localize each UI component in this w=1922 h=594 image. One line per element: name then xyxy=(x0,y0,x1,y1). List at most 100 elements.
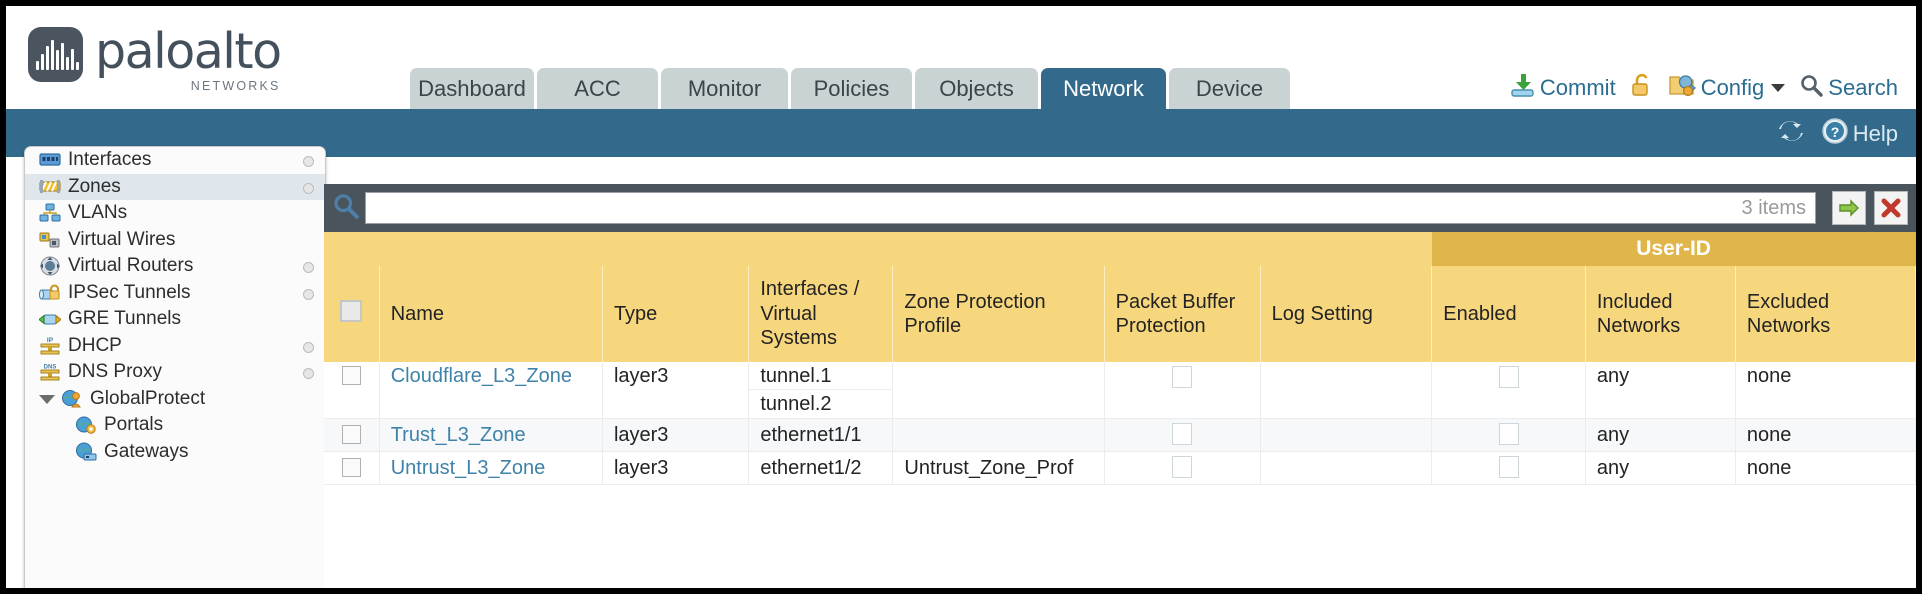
column-header-type[interactable]: Type xyxy=(602,266,750,362)
sidebar-item-dns-proxy[interactable]: DNS DNS Proxy xyxy=(25,359,325,386)
virtual-wires-icon xyxy=(39,230,61,250)
sidebar-item-virtual-wires[interactable]: Virtual Wires xyxy=(25,227,325,254)
sidebar-item-globalprotect[interactable]: GlobalProtect xyxy=(25,386,325,413)
sidebar-item-virtual-routers[interactable]: Virtual Routers xyxy=(25,253,325,280)
table-row[interactable]: Trust_L3_Zone layer3 ethernet1/1 any none xyxy=(324,418,1916,452)
sidebar-item-label: GlobalProtect xyxy=(90,387,206,409)
interface-entry: tunnel.2 xyxy=(760,393,832,415)
sidebar-item-zones[interactable]: Zones xyxy=(25,173,325,200)
nav-tab-monitor[interactable]: Monitor xyxy=(661,68,788,109)
sidebar-item-indicator[interactable] xyxy=(303,156,314,167)
tree-collapse-triangle-icon[interactable] xyxy=(39,394,55,404)
search-button[interactable]: Search xyxy=(1799,73,1898,103)
sidebar-item-indicator[interactable] xyxy=(303,288,314,300)
row-select-cell xyxy=(324,418,380,452)
sidebar-item-vlans[interactable]: VLANs xyxy=(25,200,325,227)
sidebar-item-dhcp[interactable]: IP DHCP xyxy=(25,333,325,360)
padlock-icon xyxy=(1630,72,1654,104)
column-header-packet-buffer[interactable]: Packet Buffer Protection xyxy=(1104,266,1261,362)
sidebar-item-label: Portals xyxy=(104,414,164,436)
cell-interfaces: ethernet1/1 xyxy=(748,418,894,452)
column-header-zone-protection[interactable]: Zone Protection Profile xyxy=(892,266,1105,362)
clear-filter-button[interactable] xyxy=(1874,191,1908,225)
commit-label: Commit xyxy=(1539,75,1616,100)
lock-button[interactable] xyxy=(1630,72,1654,104)
nav-tab-network[interactable]: Network xyxy=(1041,68,1166,109)
sidebar-item-label: Interfaces xyxy=(68,149,152,171)
sidebar-item-ipsec-tunnels[interactable]: IPSec Tunnels xyxy=(25,280,325,307)
refresh-icon[interactable] xyxy=(1777,118,1805,149)
nav-tab-dashboard[interactable]: Dashboard xyxy=(410,68,534,109)
brand-logo[interactable]: paloalto NETWORKS xyxy=(28,27,282,93)
group-header-spacer xyxy=(1260,232,1432,266)
sidebar-item-indicator[interactable] xyxy=(303,262,314,273)
sidebar-item-label: VLANs xyxy=(68,202,128,224)
search-input[interactable]: 3 items xyxy=(365,192,1816,224)
sidebar-item-gre-tunnels[interactable]: GRE Tunnels xyxy=(25,306,325,333)
group-header-spacer xyxy=(892,232,1105,266)
select-all-checkbox[interactable] xyxy=(340,299,363,322)
packet-buffer-checkbox[interactable] xyxy=(1172,366,1193,388)
sidebar-item-gateways[interactable]: Gateways xyxy=(25,439,325,466)
included-networks-text: any xyxy=(1596,424,1630,446)
zone-name-link[interactable]: Cloudflare_L3_Zone xyxy=(390,365,572,387)
packet-buffer-checkbox[interactable] xyxy=(1172,423,1193,445)
zone-name-link[interactable]: Trust_L3_Zone xyxy=(390,424,526,446)
nav-tab-acc[interactable]: ACC xyxy=(537,68,658,109)
help-button[interactable]: ? Help xyxy=(1821,117,1898,150)
paloalto-logo-icon xyxy=(28,27,83,82)
zone-name-link[interactable]: Untrust_L3_Zone xyxy=(390,457,546,479)
column-header-included-networks[interactable]: Included Networks xyxy=(1585,266,1736,362)
cell-packet-buffer-protection xyxy=(1104,451,1261,485)
nav-tab-objects[interactable]: Objects xyxy=(915,68,1038,109)
sidebar-item-indicator[interactable] xyxy=(303,182,314,194)
userid-enabled-checkbox[interactable] xyxy=(1498,366,1519,388)
sidebar-item-indicator[interactable] xyxy=(303,368,314,379)
sidebar-item-label: DNS Proxy xyxy=(68,361,162,383)
interface-entry: ethernet1/1 xyxy=(760,424,862,446)
cell-name[interactable]: Untrust_L3_Zone xyxy=(379,451,603,485)
config-label: Config xyxy=(1700,75,1765,100)
config-menu-button[interactable]: Config xyxy=(1668,72,1786,104)
zone-type-text: layer3 xyxy=(613,457,669,479)
sidebar-item-label: Virtual Routers xyxy=(68,255,194,277)
column-header-name[interactable]: Name xyxy=(379,266,603,362)
sidebar-item-interfaces[interactable]: Interfaces xyxy=(25,147,325,174)
apply-filter-button[interactable] xyxy=(1832,191,1866,225)
cell-zone-protection xyxy=(892,418,1105,452)
packet-buffer-checkbox[interactable] xyxy=(1172,456,1193,478)
row-checkbox[interactable] xyxy=(341,366,361,385)
gateways-icon xyxy=(75,442,97,462)
nav-tab-policies[interactable]: Policies xyxy=(791,68,912,109)
gre-tunnels-icon xyxy=(38,309,62,329)
cell-userid-enabled xyxy=(1431,451,1586,485)
userid-enabled-checkbox[interactable] xyxy=(1498,456,1519,478)
cell-included-networks: any xyxy=(1585,418,1736,452)
column-header-log-setting[interactable]: Log Setting xyxy=(1260,266,1433,362)
userid-enabled-checkbox[interactable] xyxy=(1498,423,1519,445)
search-label: Search xyxy=(1828,75,1898,100)
nav-tab-device[interactable]: Device xyxy=(1169,68,1290,109)
search-magnifier-icon[interactable] xyxy=(332,192,359,224)
row-select-cell xyxy=(324,362,380,419)
cell-name[interactable]: Trust_L3_Zone xyxy=(379,418,603,452)
column-header-excluded-networks[interactable]: Excluded Networks xyxy=(1735,266,1916,362)
commit-button[interactable]: Commit xyxy=(1509,72,1616,104)
row-checkbox[interactable] xyxy=(341,457,361,477)
group-header-spacer xyxy=(602,232,749,266)
column-header-uid-enabled[interactable]: Enabled xyxy=(1431,266,1586,362)
cell-excluded-networks: none xyxy=(1735,418,1916,452)
group-header-spacer xyxy=(1104,232,1261,266)
sidebar-item-portals[interactable]: Portals xyxy=(25,412,325,439)
cell-interfaces: ethernet1/2 xyxy=(748,451,894,485)
cell-type: layer3 xyxy=(602,418,750,452)
sidebar-item-label: GRE Tunnels xyxy=(68,308,181,330)
cell-name[interactable]: Cloudflare_L3_Zone xyxy=(379,362,603,419)
column-header-interfaces[interactable]: Interfaces / Virtual Systems xyxy=(748,266,894,362)
row-select-cell xyxy=(324,451,380,485)
row-checkbox[interactable] xyxy=(341,424,361,444)
sidebar-item-indicator[interactable] xyxy=(303,341,314,353)
